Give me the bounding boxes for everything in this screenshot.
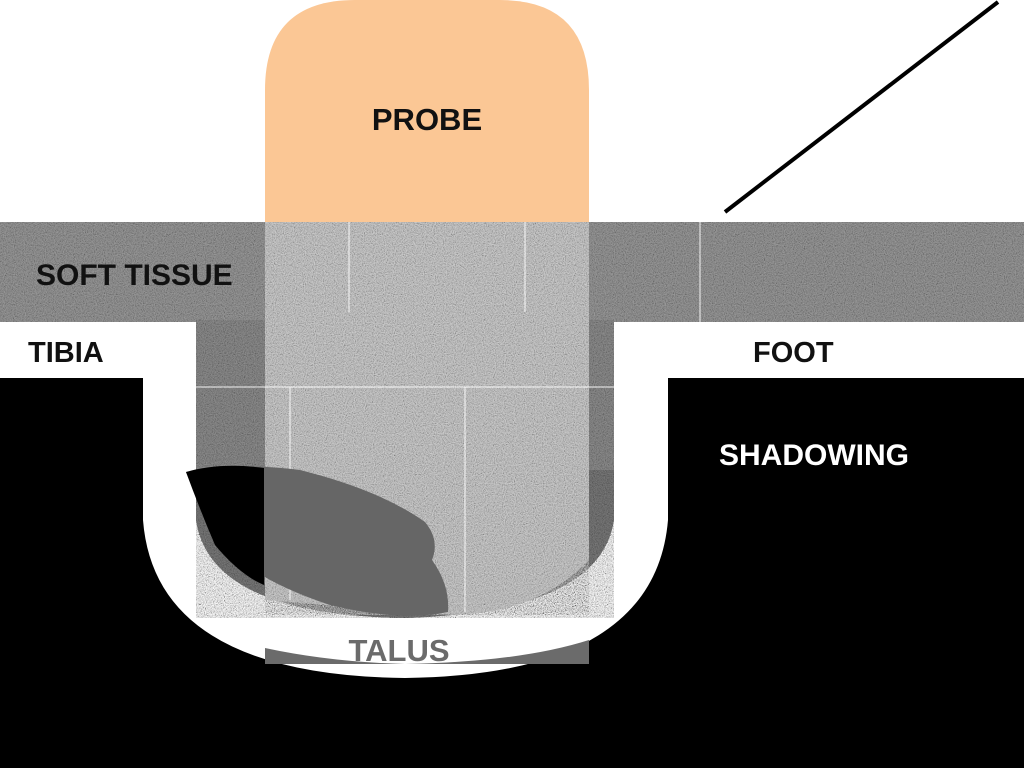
shadowing-label: SHADOWING [719, 439, 909, 472]
talus-label: TALUS [348, 633, 449, 668]
talus-box-mask [265, 622, 589, 664]
bone-surface [0, 322, 1024, 678]
annotation-line [723, 0, 1000, 214]
ultrasound-beam-upper [265, 222, 589, 387]
tibia-label: TIBIA [28, 337, 104, 369]
soft-tissue-label: SOFT TISSUE [36, 259, 233, 292]
talus-dark-edge [186, 465, 264, 585]
probe [265, 0, 589, 222]
foot-label: FOOT [753, 337, 834, 369]
probe-label: PROBE [372, 102, 482, 137]
